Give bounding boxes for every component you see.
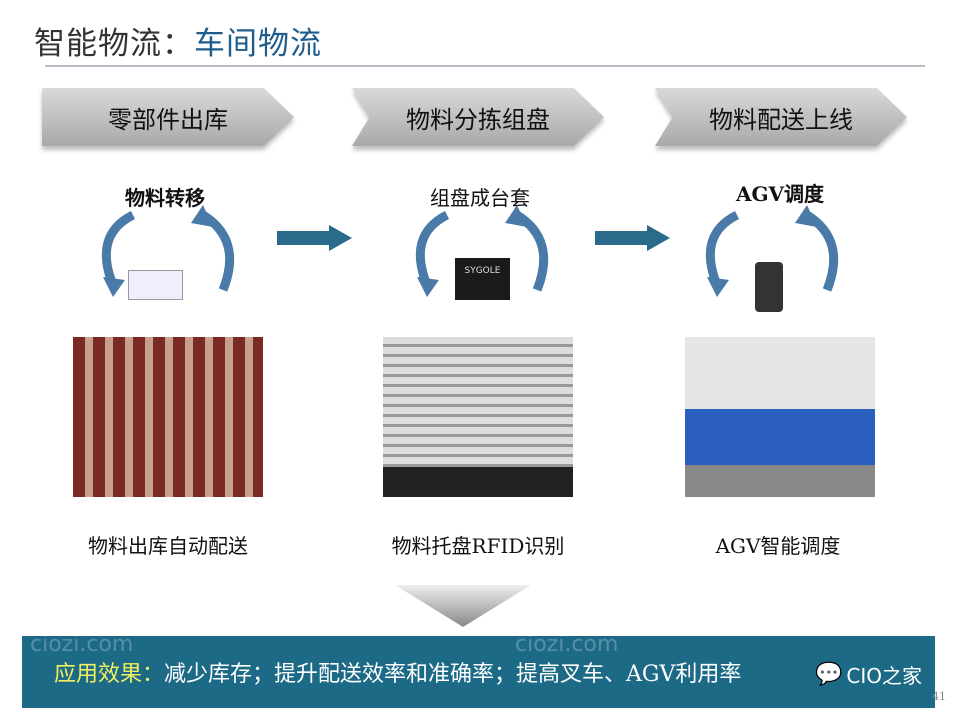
wechat-icon: 💬 [814,662,843,687]
wechat-logo: 💬CIO之家 [815,660,922,689]
cycle-arrows-icon [705,205,839,297]
stage-chevron-2: 物料分拣组盘 [352,88,604,146]
rfid-reader-icon [128,270,183,300]
stage-label: 零部件出库 [108,105,228,134]
flow-arrow-icon [595,225,670,251]
title-main: 智能物流： [34,26,194,62]
handheld-scanner-icon [755,262,783,312]
logo-text: CIO之家 [846,664,922,688]
warehouse-photo [73,337,263,497]
title-divider [45,65,925,67]
flow-arrow-icon [277,225,352,251]
title-sub: 车间物流 [194,26,322,62]
page-number: 41 [932,690,946,703]
stage-chevron-3: 物料配送上线 [655,88,907,146]
slide-title: 智能物流：车间物流 [34,18,322,63]
agv-photo [685,337,875,497]
result-banner: 应用效果：减少库存；提升配送效率和准确率；提高叉车、AGV利用率 [22,636,935,708]
caption-3: AGV智能调度 [715,534,841,558]
down-arrow-icon [395,585,531,627]
step-title-3: AGV调度 [735,182,825,206]
watermark: ciozi.com [30,632,134,657]
caption-2: 物料托盘RFID识别 [391,534,565,558]
tag-brand: SYGOLE [464,266,501,276]
watermark: ciozi.com [515,632,619,657]
cycle-arrows-icon [101,205,235,297]
stage-label: 物料分拣组盘 [406,105,550,134]
caption-1: 物料出库自动配送 [88,534,248,558]
result-text: 减少库存；提升配送效率和准确率；提高叉车、AGV利用率 [164,662,742,687]
stage-chevron-1: 零部件出库 [42,88,294,146]
pallet-photo [383,337,573,497]
step-title-2: 组盘成台套 [430,186,530,210]
result-label: 应用效果： [54,662,165,687]
rfid-tag-icon: SYGOLE [455,258,510,300]
step-title-1: 物料转移 [125,186,205,210]
cycle-arrows-icon [415,205,549,297]
stage-label: 物料配送上线 [709,105,853,134]
